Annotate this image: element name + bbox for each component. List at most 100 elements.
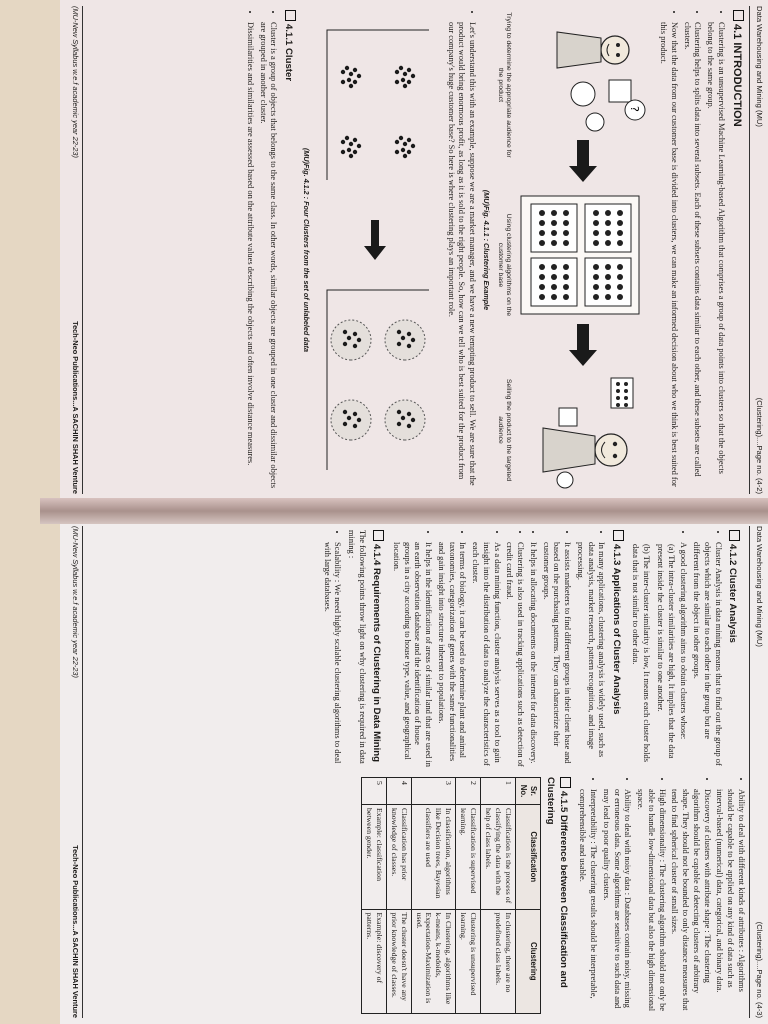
column-right: Ability to deal with different kinds of … xyxy=(84,777,746,1014)
list-item: It helps in allocating documents on the … xyxy=(527,542,538,767)
clustering-example-illustration: ? xyxy=(520,31,646,489)
header-title: Data Warehousing and Mining (MU) xyxy=(755,526,764,647)
page-body: 4.1.2 Cluster Analysis Cluster Analysis … xyxy=(84,530,746,1014)
page-body: 4.1 INTRODUCTION Clustering is an unsupe… xyxy=(84,10,746,490)
page-footer: (MU-New Syllabus w.e.f academic year 22-… xyxy=(66,6,83,494)
header-page-no: (Clustering)....Page no. (4-2) xyxy=(755,397,764,494)
paragraph: The following points throw light on why … xyxy=(347,530,367,764)
section-heading: 4.1.2 Cluster Analysis xyxy=(726,530,740,767)
section-icon xyxy=(284,10,296,21)
table-row: 2 Classification is supervised learning.… xyxy=(455,777,481,1014)
section-icon xyxy=(373,530,385,541)
svg-text:?: ? xyxy=(628,106,641,112)
marketer-figure-right xyxy=(542,377,634,489)
figure-labels: Trying to determine the appropriate audi… xyxy=(496,10,512,490)
section-heading: 4.1 INTRODUCTION xyxy=(730,10,744,490)
header-title: Data Warehousing and Mining (MU) xyxy=(755,6,764,127)
list-item: Now that the data from our customer base… xyxy=(657,22,679,490)
column-left: 4.1.2 Cluster Analysis Cluster Analysis … xyxy=(84,530,746,767)
list-item: Ability to deal with different kinds of … xyxy=(714,789,747,1014)
customer-base-grid xyxy=(520,195,640,315)
axis-lines xyxy=(326,29,429,180)
table-row: 1 Classification is the process of class… xyxy=(480,777,516,1014)
table-cell: In clustering, there are no predefined c… xyxy=(480,909,516,1014)
requirements-bullets: Scalability : We need highly scalable cl… xyxy=(321,530,343,767)
table-cell: Classification is the process of classif… xyxy=(480,804,516,910)
figure-label: Selling the product to the targeted audi… xyxy=(496,378,512,482)
applications-bullets: In many applications, clustering analysi… xyxy=(390,530,607,767)
table-header-cell: Clustering xyxy=(515,909,541,1014)
section-icon xyxy=(559,777,571,788)
table-cell: 2 xyxy=(455,777,481,805)
cluster-bullets: Cluster is a group of objects that belon… xyxy=(244,10,279,490)
page-4-3: Data Warehousing and Mining (MU) (Cluste… xyxy=(60,520,768,1024)
figure-label: Using clustering algorithms on the custo… xyxy=(496,213,512,317)
section-icon xyxy=(733,10,744,21)
requirements-bullets-continued: Ability to deal with different kinds of … xyxy=(577,777,747,1014)
arrow-icon xyxy=(569,324,598,366)
comparison-table: Sr. No. Classification Clustering 1 Clas… xyxy=(361,777,542,1014)
table-header-row: Sr. No. Classification Clustering xyxy=(515,777,541,1014)
table-row: 3 In classification, algorithms like Dec… xyxy=(411,777,456,1014)
list-item: (a) The intra-cluster similarities are h… xyxy=(655,544,676,759)
section-icon xyxy=(612,530,624,541)
table-cell: Clustering is unsupervised learning. xyxy=(455,909,481,1014)
list-item: Clustering is an unsupervised Machine Le… xyxy=(704,22,726,490)
table-cell: 3 xyxy=(411,777,456,805)
section-heading: 4.1.4 Requirements of Clustering in Data… xyxy=(370,530,385,767)
section-heading: 4.1.5 Difference between Classification … xyxy=(545,777,571,988)
list-item: Discovery of clusters with attribute sha… xyxy=(669,789,712,1014)
table-cell: In Clustering, algorithms like k-means, … xyxy=(411,909,456,1014)
table-row: 5 Example: classification between gender… xyxy=(361,777,387,1014)
table-row: 4 Classification has prior knowledge of … xyxy=(386,777,412,1014)
list-item: Let's understand this with an example, s… xyxy=(445,22,478,490)
axis-lines xyxy=(326,289,429,470)
page-4-2: Data Warehousing and Mining (MU) (Cluste… xyxy=(60,0,768,500)
book-spine xyxy=(40,498,768,524)
table-cell: 4 xyxy=(386,777,412,805)
list-item: It assists marketers to find different g… xyxy=(540,542,573,767)
list-item: Scalability : We need highly scalable cl… xyxy=(321,542,343,767)
table-cell: 5 xyxy=(361,777,387,805)
right-page-surface xyxy=(60,520,768,1024)
list-item: Cluster is a group of objects that belon… xyxy=(257,22,279,490)
table-cell: 1 xyxy=(480,777,516,805)
list-item: Cluster Analysis in data mining means th… xyxy=(690,542,723,767)
page-footer: (MU-New Syllabus w.e.f academic year 22-… xyxy=(66,526,83,1018)
list-item: (b) The inter-cluster similarity is low,… xyxy=(631,544,652,762)
table-cell: Classification has prior knowledge of cl… xyxy=(386,804,412,910)
list-item: As a data mining function, cluster analy… xyxy=(469,542,502,767)
footer-publisher: Tech-Neo Publications...A SACHIN SHAH Ve… xyxy=(71,845,80,1018)
marketer-figure-left: ? xyxy=(556,31,646,132)
example-bullets: Let's understand this with an example, s… xyxy=(445,10,478,490)
analysis-bullets: Cluster Analysis in data mining means th… xyxy=(678,530,723,767)
list-item: In terms of biology, it can be used to d… xyxy=(435,542,468,767)
page-header: Data Warehousing and Mining (MU) (Cluste… xyxy=(749,6,764,494)
figure-caption: (MU)Fig. 4.1.2 : Four Clusters from the … xyxy=(301,147,311,353)
list-item: High dimensionality : The clustering alg… xyxy=(635,789,667,1014)
figure-label: Trying to determine the appropriate audi… xyxy=(496,12,512,158)
footer-syllabus: (MU-New Syllabus w.e.f academic year 22-… xyxy=(71,526,80,678)
intro-bullets: Clustering is an unsupervised Machine Le… xyxy=(657,10,726,490)
list-item: It helps in the identification of areas … xyxy=(390,542,433,767)
footer-publisher: Tech-Neo Publications...A SACHIN SHAH Ve… xyxy=(71,321,80,494)
list-item: Interpretability : The clustering result… xyxy=(577,789,599,1014)
section-icon xyxy=(729,530,740,541)
header-page-no: (Clustering)....Page no. (4-3) xyxy=(755,921,764,1018)
figure-clustering-example: ? xyxy=(493,10,653,490)
list-item: Ability to deal with noisy data : Databa… xyxy=(600,789,633,1014)
section-heading: 4.1.3 Applications of Cluster Analysis xyxy=(609,530,624,767)
table-cell: The cluster doesn't have any prior knowl… xyxy=(386,909,412,1014)
table-header-cell: Classification xyxy=(515,804,541,910)
list-item: A good clustering algorithm aims to obta… xyxy=(678,542,688,767)
footer-syllabus: (MU-New Syllabus w.e.f academic year 22-… xyxy=(71,6,80,158)
list-item: Clustering helps to splits data into sev… xyxy=(681,22,703,490)
list-item: Clustering is also used in tracking appl… xyxy=(504,542,525,767)
section-heading: 4.1.1 Cluster xyxy=(281,10,296,490)
four-clusters-illustration xyxy=(326,29,429,470)
table-cell: Classification is supervised learning. xyxy=(455,804,481,910)
page-header: Data Warehousing and Mining (MU) (Cluste… xyxy=(749,526,764,1018)
table-cell: Example: classification between gender. xyxy=(361,804,387,910)
figure-caption: (MU)Fig. 4.1.1 : Clustering Example xyxy=(482,189,492,311)
